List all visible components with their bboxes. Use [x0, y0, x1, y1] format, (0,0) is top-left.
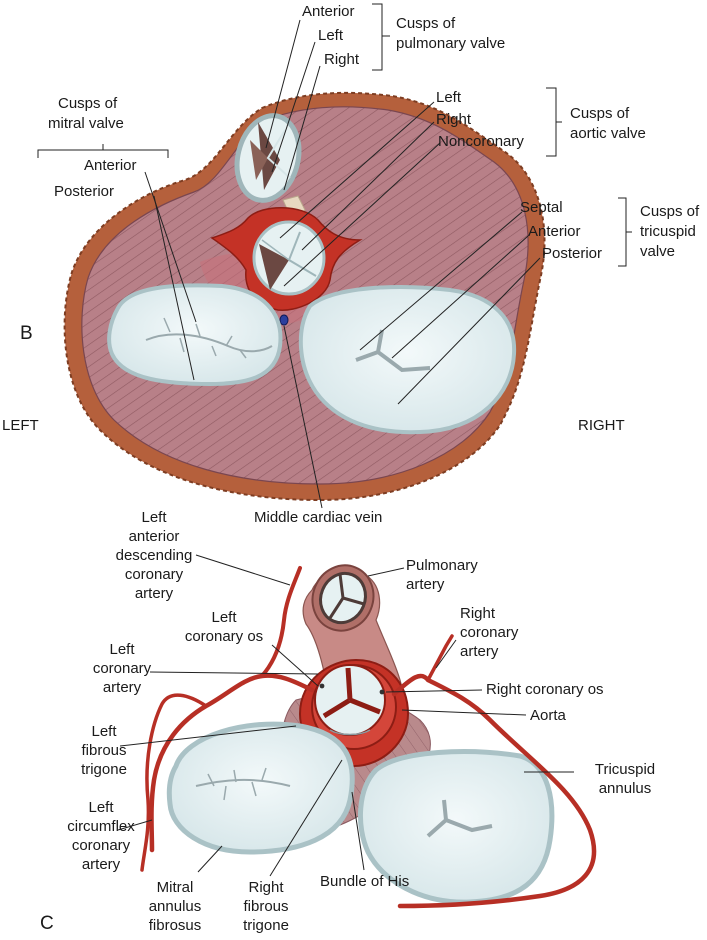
left-fibrous-trigone-label-line1: Left	[91, 723, 117, 740]
panel-c-fibrous-skeleton	[140, 564, 597, 909]
middle-cardiac-vein-label: Middle cardiac vein	[254, 509, 383, 526]
aorta-label: Aorta	[530, 707, 566, 724]
panel-b-leader-lines	[37, 3, 632, 509]
left-circumflex-label-line2: circumflex	[67, 818, 135, 835]
tricuspid-cusps-title-line1: Cusps of	[640, 203, 700, 220]
aortic-right-label: Right	[436, 111, 472, 128]
mitral-anterior-label: Anterior	[84, 157, 137, 174]
left-fibrous-trigone-label-line3: trigone	[81, 761, 127, 778]
left-coronary-artery-label-line3: artery	[102, 679, 142, 696]
left-coronary-artery-label-line1: Left	[109, 641, 135, 658]
left-coronary-os-label-line2: coronary os	[184, 628, 264, 645]
mitral-cusps-title-line2: mitral valve	[48, 115, 124, 132]
mitral-valve	[107, 283, 283, 387]
aortic-cusps-title-line1: Cusps of	[570, 105, 630, 122]
lad-vessel	[260, 566, 302, 678]
mitral-posterior-label: Posterior	[54, 183, 115, 200]
pulmonary-left-label: Left	[318, 27, 344, 44]
left-coronary-os-label: Left coronary os	[164, 608, 284, 646]
lad-label-line5: artery	[134, 585, 174, 602]
right-coronary-artery-label-line2: coronary	[460, 624, 519, 641]
lad-label-line4: coronary	[124, 566, 184, 583]
panel-b-letter: B	[20, 323, 33, 344]
right-fibrous-trigone-label-line2: fibrous	[243, 898, 289, 915]
panel-b-heart-base	[63, 91, 546, 502]
aortic-cusps-title-line2: aortic valve	[570, 125, 646, 142]
lad-label-line1: Left	[141, 509, 167, 526]
tricuspid-annulus-label-line2: annulus	[598, 780, 652, 797]
mitral-annulus-label: Mitral annulus fibrosus	[130, 878, 220, 935]
tricuspid-annulus-c	[357, 749, 555, 905]
aortic-valve	[210, 207, 363, 311]
pulmonary-anterior-label: Anterior	[302, 3, 355, 20]
right-fibrous-trigone-label-line3: trigone	[243, 917, 289, 934]
lad-label-line2: anterior	[128, 528, 180, 545]
mitral-annulus-label-line1: Mitral	[156, 879, 194, 896]
pulmonary-artery-label-line1: Pulmonary	[406, 557, 478, 574]
mitral-annulus-label-line2: annulus	[148, 898, 202, 915]
pulmonary-artery-label-line2: artery	[406, 576, 445, 593]
circumflex-vessel	[140, 693, 208, 872]
bundle-of-his-label: Bundle of His	[320, 873, 410, 890]
pulmonary-cusps-title-line2: pulmonary valve	[396, 35, 506, 52]
left-circumflex-label-line1: Left	[88, 799, 114, 816]
panel-c-leader-lines	[117, 554, 574, 877]
left-fibrous-trigone-label-line2: fibrous	[81, 742, 127, 759]
tricuspid-annulus-label-line1: Tricuspid	[594, 761, 656, 778]
right-coronary-artery-label: Right coronary artery	[460, 604, 518, 661]
tricuspid-valve	[298, 285, 517, 435]
mitral-annulus-c	[166, 721, 355, 855]
right-coronary-artery-label-line3: artery	[460, 643, 499, 660]
right-fibrous-trigone-label: Right fibrous trigone	[226, 878, 306, 935]
pulmonary-artery-label: Pulmonary artery	[406, 556, 478, 594]
left-fibrous-trigone-label: Left fibrous trigone	[64, 722, 144, 779]
left-circumflex-label-line4: artery	[81, 856, 121, 873]
tricuspid-cusps-title-line3: valve	[640, 243, 676, 260]
tricuspid-cusps-title-line2: tricuspid	[640, 223, 696, 240]
pulmonary-right-label: Right	[324, 51, 360, 68]
mitral-cusps-title-line1: Cusps of	[58, 95, 118, 112]
left-coronary-artery-label: Left coronary artery	[92, 640, 152, 697]
left-side-label: LEFT	[2, 417, 39, 434]
right-coronary-os-label: Right coronary os	[486, 681, 604, 698]
tricuspid-septal-label: Septal	[520, 199, 563, 216]
lad-label-line3: descending	[115, 547, 193, 564]
pulmonary-cusps-title-line1: Cusps of	[396, 15, 456, 32]
aortic-left-label: Left	[436, 89, 462, 106]
mitral-annulus-label-line3: fibrosus	[148, 917, 202, 934]
aortic-noncoronary-label: Noncoronary	[438, 133, 524, 150]
left-circumflex-label: Left circumflex coronary artery	[56, 798, 146, 874]
middle-cardiac-vein-dot	[279, 314, 289, 326]
left-coronary-os-label-line1: Left	[211, 609, 237, 626]
tricuspid-anterior-label: Anterior	[528, 223, 581, 240]
right-side-label: RIGHT	[578, 417, 625, 434]
right-fibrous-trigone-label-line1: Right	[248, 879, 284, 896]
panel-c-letter: C	[40, 913, 54, 934]
left-circumflex-label-line3: coronary	[71, 837, 131, 854]
tricuspid-posterior-label: Posterior	[542, 245, 603, 262]
right-coronary-artery-label-line1: Right	[460, 605, 496, 622]
pulmonary-valve-c	[311, 564, 375, 632]
lad-label: Left anterior descending coronary artery	[104, 508, 204, 603]
left-coronary-artery-label-line2: coronary	[92, 660, 152, 677]
tricuspid-annulus-label: Tricuspid annulus	[580, 760, 670, 798]
